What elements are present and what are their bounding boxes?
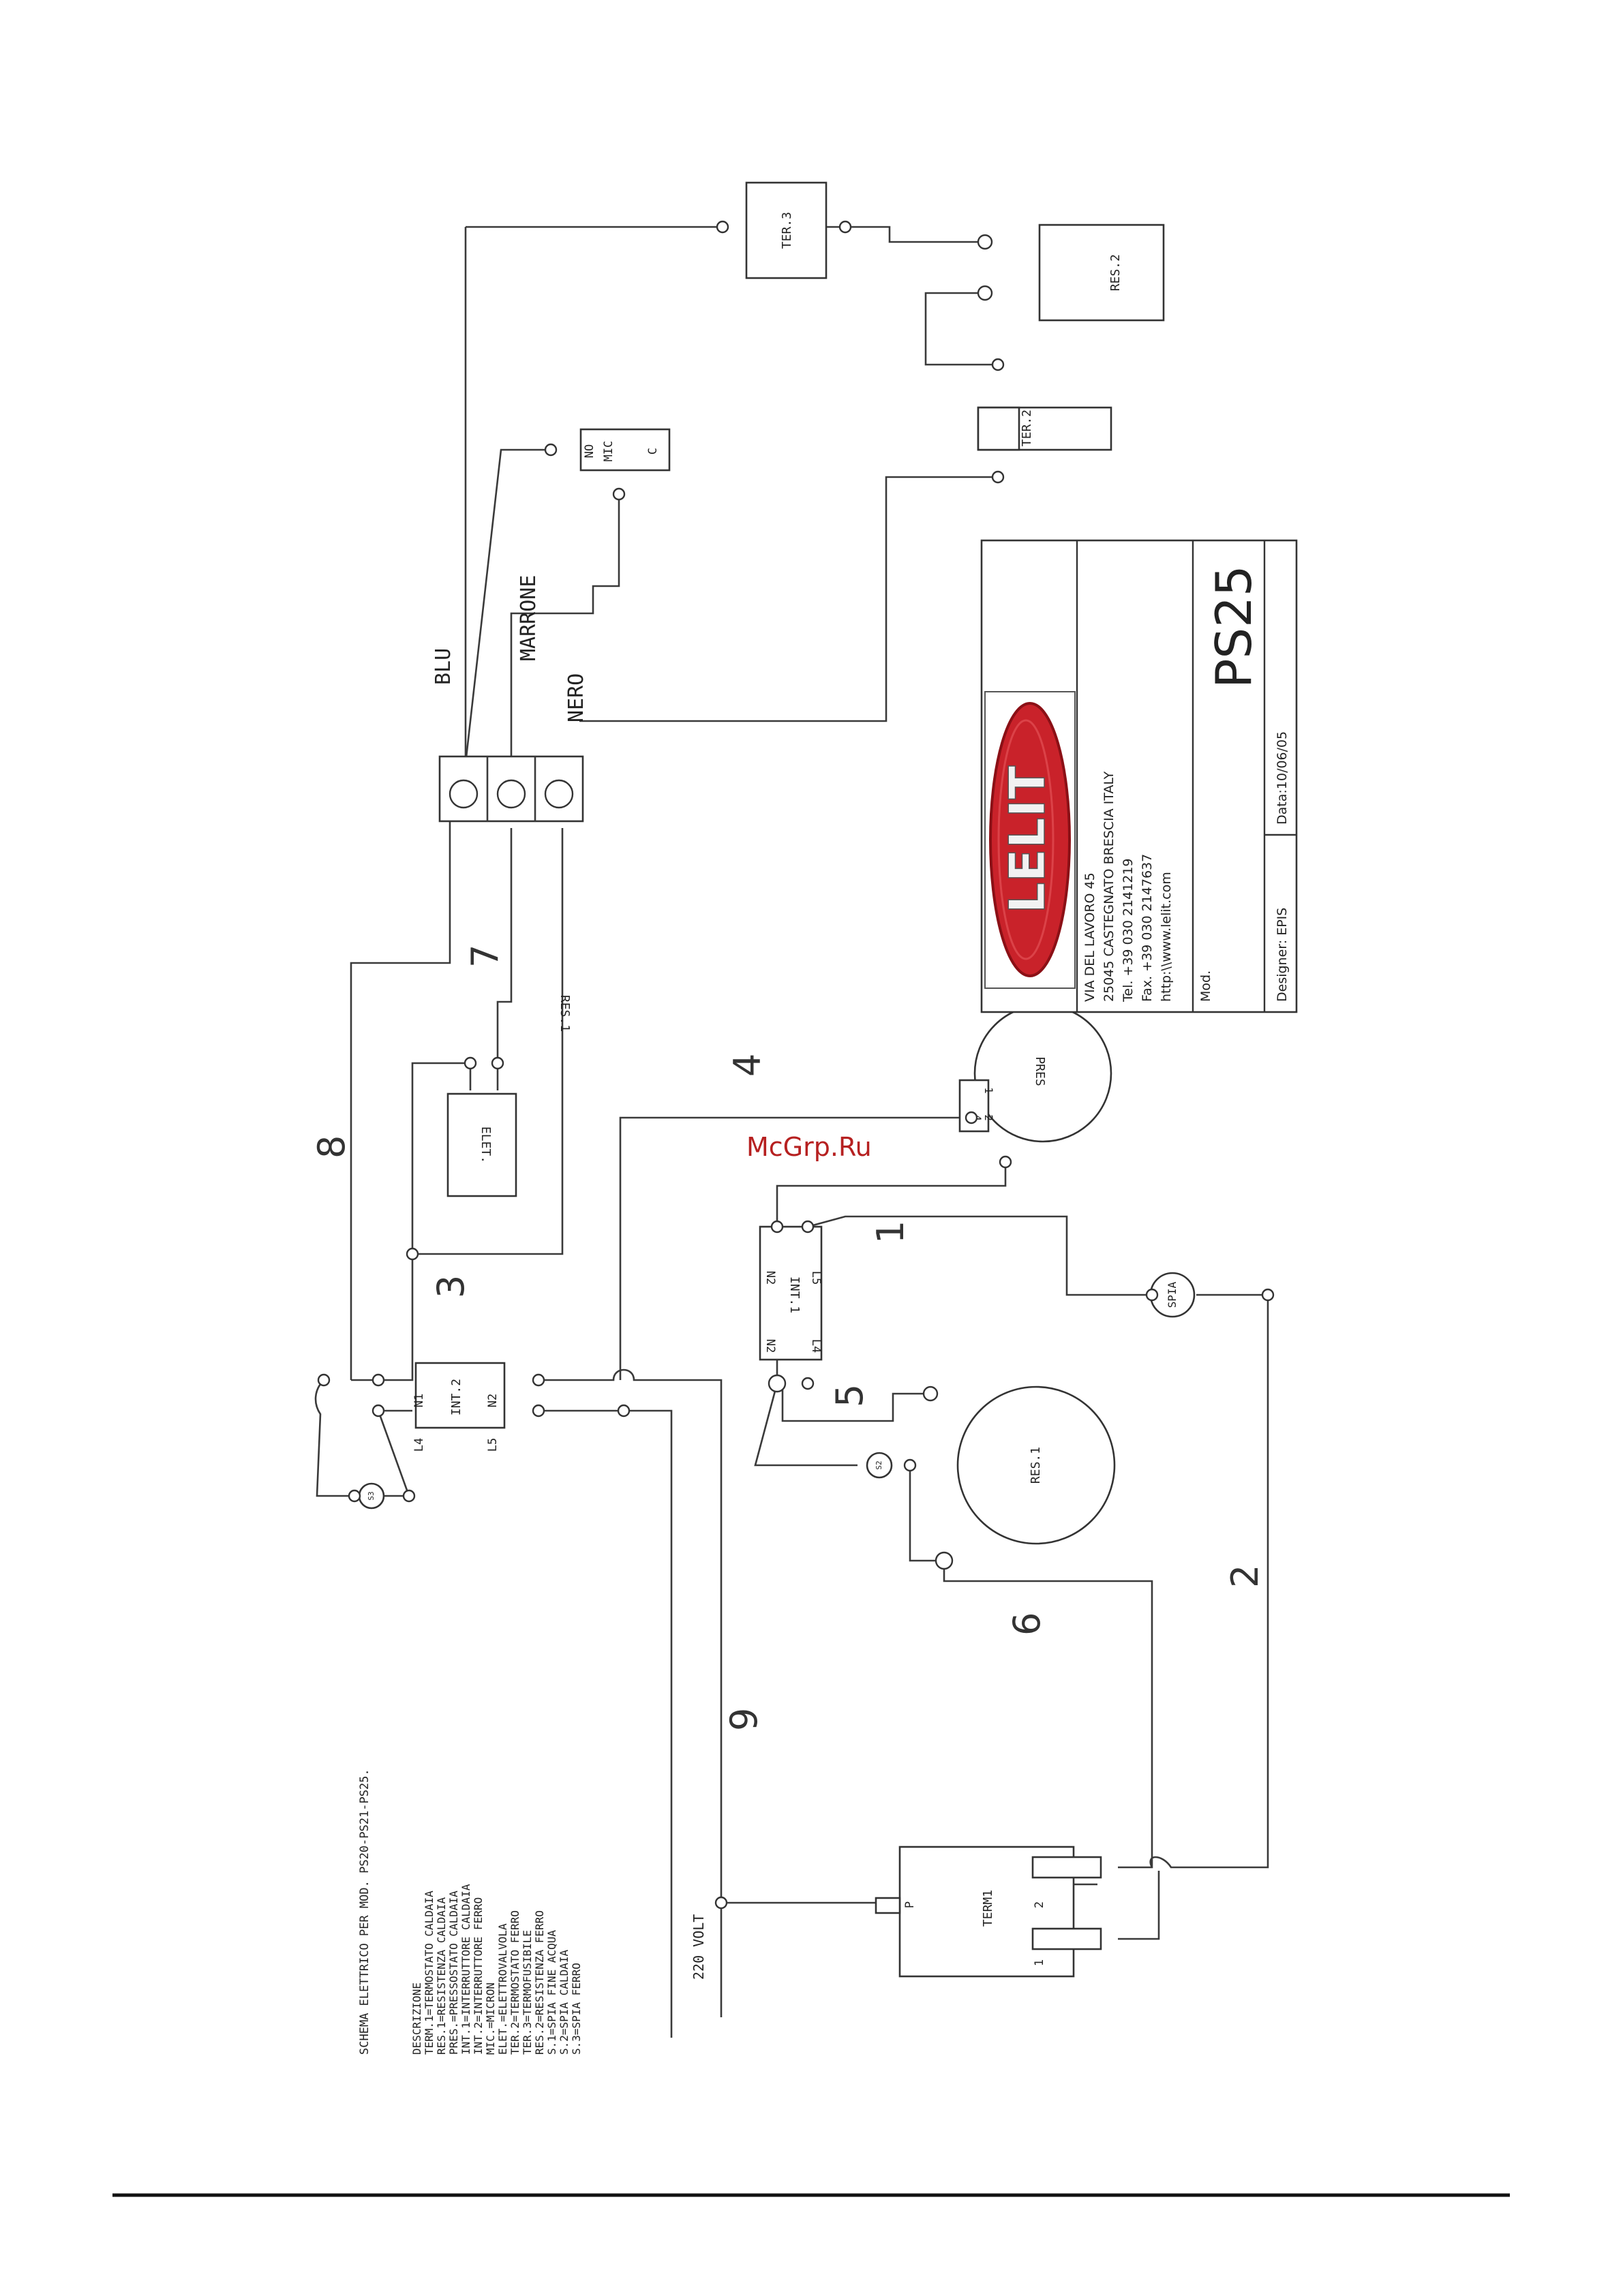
spia-label: SPIA xyxy=(1166,1281,1179,1308)
int1-l5-label: L5 xyxy=(809,1271,823,1285)
address-line: http:\\www.lelit.com xyxy=(1159,872,1174,1002)
s3-label: S3 xyxy=(367,1491,376,1500)
mic-c-label: C xyxy=(646,448,660,455)
legend-line: INT.1=INTERRUTTORE CALDAIA xyxy=(459,1884,472,2055)
int2-l4-label: L4 xyxy=(412,1438,426,1452)
legend: SCHEMA ELETTRICO PER MOD. PS20-PS21-PS25… xyxy=(358,1769,583,2055)
spia-component: SPIA xyxy=(1149,1272,1196,1318)
terminal-block xyxy=(438,755,584,823)
int1-component: N2 L5 INT.1 N2 L4 xyxy=(759,1225,823,1361)
s2-lamp: S2 xyxy=(866,1452,893,1479)
ter2-label: TER.2 xyxy=(1020,410,1034,446)
legend-line: S.2=SPIA CALDAIA xyxy=(558,1950,571,2055)
elet-component: ELET. xyxy=(446,1092,517,1197)
address-line: 25045 CASTEGNATO BRESCIA ITALY xyxy=(1102,771,1117,1002)
wire-number-7: 7 xyxy=(464,945,506,968)
legend-line: TER.2=TERMOSTATO FERRO xyxy=(509,1910,521,2055)
wire-numbers: 1 2 3 4 5 6 7 8 9 xyxy=(310,945,1266,1731)
schematic-title: SCHEMA ELETTRICO PER MOD. PS20-PS21-PS25… xyxy=(358,1769,371,2055)
ter3-label: TER.3 xyxy=(780,212,794,249)
pres-pin1-label: 1 xyxy=(982,1087,995,1094)
wire-number-2: 2 xyxy=(1224,1565,1266,1588)
int1-n2a-label: N2 xyxy=(763,1271,777,1285)
title-block: LELIT VIA DEL LAVORO 45 25045 CASTEGNATO… xyxy=(980,539,1298,1013)
res2-label: RES.2 xyxy=(1108,254,1123,291)
term1-p-label: P xyxy=(903,1901,917,1908)
legend-line: RES.2=RESISTENZA FERRO xyxy=(533,1910,546,2055)
int2-label: INT.2 xyxy=(449,1379,464,1415)
mic-no-label: NO xyxy=(583,444,596,458)
res2-component: RES.2 xyxy=(1038,224,1165,322)
elet-label: ELET. xyxy=(479,1127,493,1163)
watermark: McGrp.Ru xyxy=(746,1132,872,1162)
s3-lamp: S3 xyxy=(358,1482,385,1510)
int2-l5-label: L5 xyxy=(486,1438,500,1452)
wires xyxy=(314,226,1269,2038)
wire-label-blu: BLU xyxy=(431,648,455,685)
int2-component: N1 L4 INT.2 N2 L5 xyxy=(412,1362,506,1452)
s2-label: S2 xyxy=(875,1460,883,1469)
model-name: PS25 xyxy=(1205,565,1262,688)
term1-label: TERM1 xyxy=(981,1890,995,1927)
wire-number-8: 8 xyxy=(310,1135,353,1159)
wire-color-labels: BLU MARRONE NERO RES.1 xyxy=(431,575,588,1032)
pres-pin2-label: 2 xyxy=(982,1114,995,1121)
wire-label-nero: NERO xyxy=(564,673,588,722)
mod-label: Mod. xyxy=(1198,970,1213,1002)
term1-component: P TERM1 2 1 xyxy=(875,1846,1102,1978)
wire-label-res1: RES.1 xyxy=(558,995,572,1032)
wire-number-5: 5 xyxy=(828,1384,871,1407)
wire-number-9: 9 xyxy=(723,1708,765,1731)
ter2-component: TER.2 xyxy=(977,406,1112,451)
voltage-label: 220 VOLT xyxy=(691,1914,707,1980)
int1-label: INT.1 xyxy=(787,1276,802,1313)
date-label: Data:10/06/05 xyxy=(1275,731,1290,825)
lelit-logo: LELIT xyxy=(984,691,1076,989)
brand-logo-text: LELIT xyxy=(999,766,1056,914)
legend-line: S.1=SPIA FINE ACQUA xyxy=(545,1930,558,2055)
legend-line: INT.2=INTERRUTTORE FERRO xyxy=(472,1897,485,2055)
pres-component: 1 2 4 PRES xyxy=(958,1004,1112,1143)
mic-label: MIC xyxy=(602,441,616,462)
pres-label: PRES xyxy=(1033,1056,1047,1086)
term1-1-label: 1 xyxy=(1033,1959,1046,1966)
wire-number-4: 4 xyxy=(726,1054,769,1077)
legend-line: S.3=SPIA FERRO xyxy=(570,1963,583,2055)
int2-n2-label: N2 xyxy=(486,1394,500,1407)
ter3-component: TER.3 xyxy=(745,181,828,279)
legend-line: ELET.=ELETTROVALVOLA xyxy=(496,1923,509,2055)
wire-number-3: 3 xyxy=(429,1275,472,1298)
address-line: Fax. +39 030 2147637 xyxy=(1140,854,1155,1002)
mic-component: NO MIC C xyxy=(579,428,671,472)
legend-line: TERM.1=TERMOSTATO CALDAIA xyxy=(423,1891,436,2055)
legend-line: PRES.=PRESSOSTATO CALDAIA xyxy=(447,1891,460,2055)
term1-2-label: 2 xyxy=(1033,1901,1046,1908)
wire-label-marrone: MARRONE xyxy=(517,575,541,661)
address-line: VIA DEL LAVORO 45 xyxy=(1082,872,1097,1002)
legend-line: RES.1=RESISTENZA CALDAIA xyxy=(435,1897,448,2055)
wire-number-1: 1 xyxy=(869,1221,912,1244)
designer-label: Designer: EPIS xyxy=(1275,908,1290,1002)
res1-component: RES.1 xyxy=(956,1386,1116,1545)
legend-line: TER.3=TERMOFUSIBILE xyxy=(521,1930,534,2055)
int1-l4-label: L4 xyxy=(809,1339,823,1353)
legend-line: MIC.=MICRON xyxy=(484,1983,497,2055)
connection-nodes xyxy=(317,220,1275,1910)
int1-n2b-label: N2 xyxy=(763,1339,777,1353)
legend-line: DESCRIZIONE xyxy=(410,1983,423,2055)
res1-label: RES.1 xyxy=(1029,1447,1043,1484)
wire-number-6: 6 xyxy=(1005,1612,1048,1636)
int2-n1-label: N1 xyxy=(412,1394,426,1407)
address-line: Tel. +39 030 2141219 xyxy=(1121,859,1136,1002)
